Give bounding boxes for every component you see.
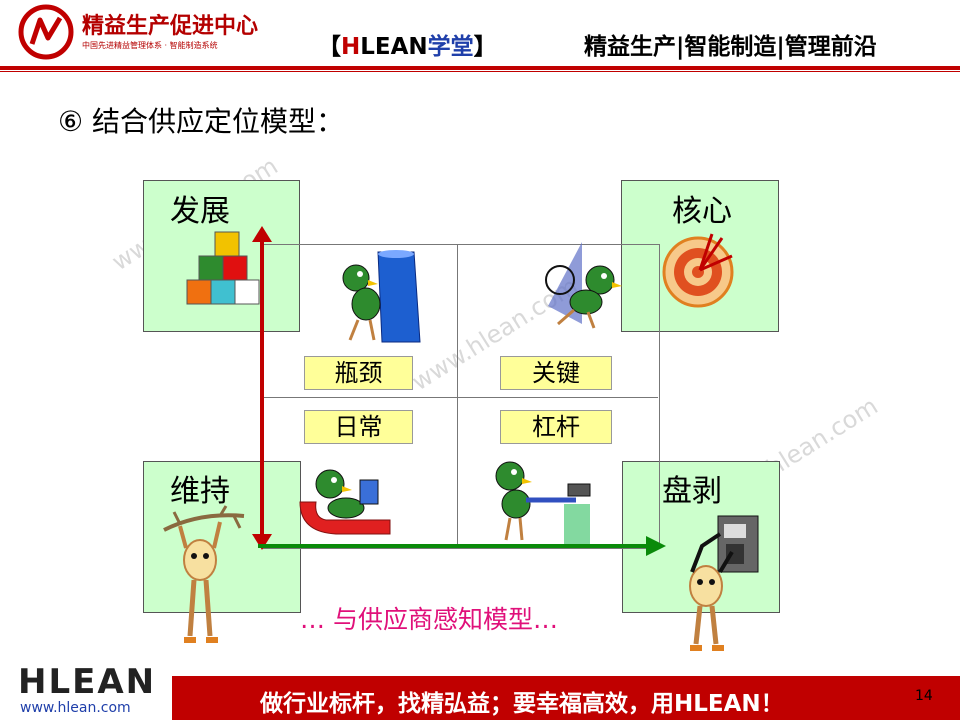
page-number: 14 [915,688,933,704]
quadrant-label-exploit: 盘剥 [662,474,722,509]
brand-bracket-open: 【 [318,34,341,60]
bird-kicking-icon [538,240,622,334]
header-tagline: 精益生产|智能制造|管理前沿 [584,34,877,60]
figure-with-branch-icon [160,502,246,652]
quadrant-bottom-left [143,461,301,613]
bird-pushing-pillar-icon [338,250,424,346]
bird-relaxing-icon [296,462,394,540]
brand-bracket-close: 】 [473,34,497,60]
brand-h: H [341,34,361,60]
tag-bottleneck: 瓶颈 [304,356,413,390]
quadrant-label-core: 核心 [672,194,732,229]
footer-slogan: 做行业标杆，找精弘益；要幸福高效，用HLEAN！ [260,691,784,717]
tag-routine: 日常 [304,410,413,444]
tag-leverage: 杠杆 [500,410,612,444]
bird-hammer-icon [490,456,594,550]
logo-subtitle: 中国先进精益管理体系 · 智能制造系统 [82,41,218,50]
header-divider-thin [0,71,960,72]
diagram-subtitle: … 与供应商感知模型… [300,605,558,634]
tag-critical: 关键 [500,356,612,390]
brand-title: 【HLEAN学堂】 [318,27,497,61]
building-blocks-icon [185,228,265,310]
matrix-horizontal-divider [262,397,658,398]
figure-with-machine-icon [672,512,764,658]
slide-title: ⑥ 结合供应定位模型： [58,105,345,138]
brand-cn: 学堂 [427,34,474,60]
footer-url[interactable]: www.hlean.com [20,700,131,716]
quadrant-label-develop: 发展 [170,194,230,229]
footer-bar [172,676,960,720]
header-logo-icon [18,4,74,60]
vertical-double-arrow [250,226,274,550]
logo-name: 精益生产促进中心 [82,14,259,39]
header-divider [0,66,960,70]
target-icon [660,230,742,312]
horizontal-arrow [258,536,666,556]
quadrant-top-left [143,180,300,332]
brand-lean: LEAN [360,34,428,60]
matrix-vertical-divider [457,244,458,547]
footer-logo: HLEAN [18,662,157,702]
quadrant-label-maintain: 维持 [170,474,230,509]
